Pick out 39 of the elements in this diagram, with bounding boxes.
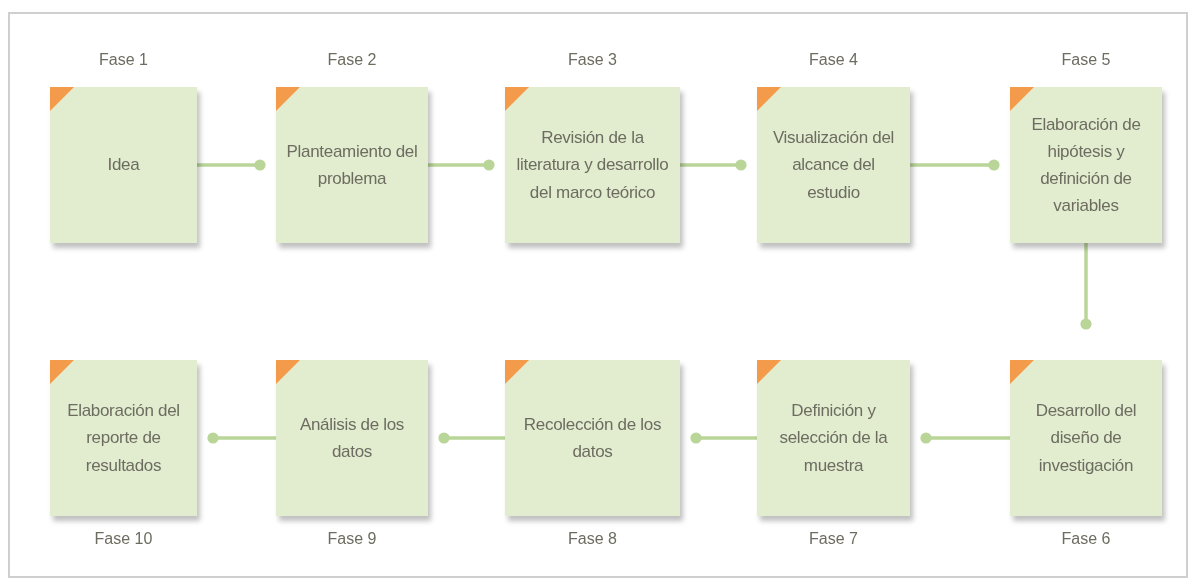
phase-box <box>505 360 680 516</box>
connector-line <box>438 432 505 444</box>
phase-number: Fase 9 <box>326 530 378 548</box>
phase-box <box>50 360 197 516</box>
phase-text: Definición y selección de la muestra <box>778 400 889 477</box>
phase-box <box>276 87 428 243</box>
phase-number: Fase 6 <box>1060 530 1112 548</box>
phase-number: Fase 3 <box>567 51 618 69</box>
phase-box <box>757 360 910 516</box>
connector-line <box>690 432 757 444</box>
connector-line <box>910 159 1000 171</box>
connector-line <box>680 159 747 171</box>
phase-number: Fase 10 <box>93 530 154 548</box>
phase-text: Análisis de los datos <box>298 413 406 463</box>
phase-text: Visualización del alcance del estudio <box>771 127 896 204</box>
connector-line <box>1080 243 1092 330</box>
connector-line <box>920 432 1010 444</box>
connector-line <box>428 159 495 171</box>
connector-line <box>207 432 276 444</box>
phase-text: Elaboración de hipótesis y definición de variables <box>1030 113 1142 218</box>
phase-box <box>276 360 428 516</box>
phase-number: Fase 2 <box>326 51 378 69</box>
phase-box <box>757 87 910 243</box>
phase-box <box>1010 360 1162 516</box>
phase-box <box>1010 87 1162 243</box>
phase-number: Fase 4 <box>808 51 859 69</box>
phase-number: Fase 8 <box>567 530 618 548</box>
phase-number: Fase 7 <box>808 530 859 548</box>
phase-number: Fase 1 <box>98 51 149 69</box>
phase-text: Elaboración del reporte de resultados <box>66 400 181 477</box>
phase-text: Idea <box>107 154 140 177</box>
phase-text: Planteamiento del problema <box>285 140 419 190</box>
phase-text: Desarrollo del diseño de investigación <box>1034 400 1138 477</box>
connector-line <box>197 159 266 171</box>
phase-text: Revisión de la literatura y desarrollo del marco teórico <box>515 127 670 204</box>
phase-box <box>505 87 680 243</box>
phase-text: Recolección de los datos <box>522 413 663 463</box>
phase-box <box>50 87 197 243</box>
phase-number: Fase 5 <box>1060 51 1112 69</box>
